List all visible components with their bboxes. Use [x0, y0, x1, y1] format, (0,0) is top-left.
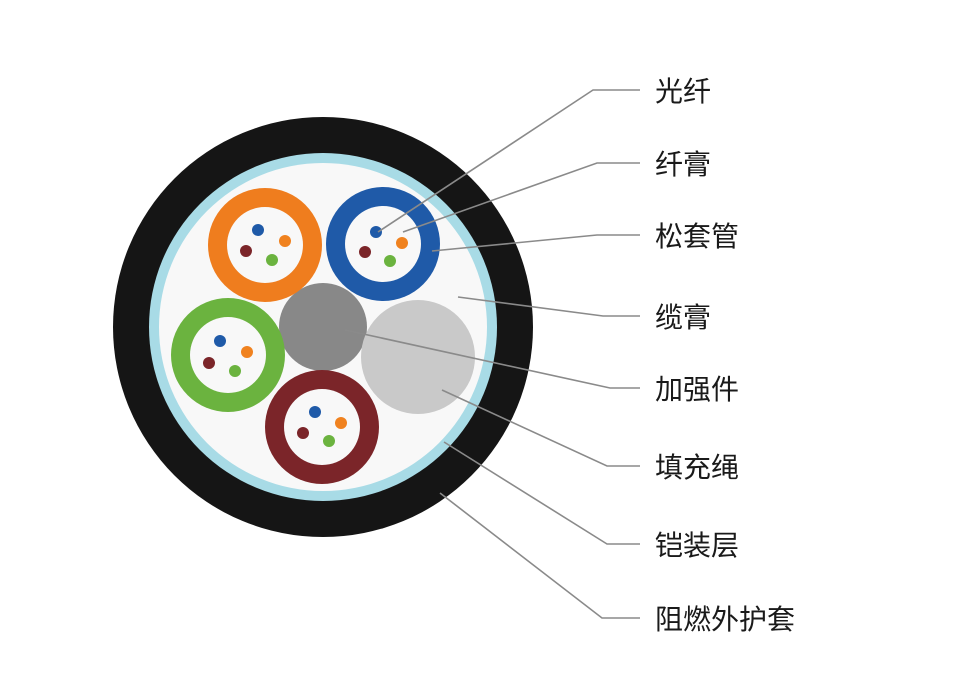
fiber-blue	[309, 406, 321, 418]
leader-line-loose-tube	[431, 234, 640, 252]
fiber-blue	[370, 226, 382, 238]
label-strength-member: 加强件	[655, 373, 739, 406]
leader-line-fiber	[377, 89, 640, 233]
loose-tube-green	[171, 298, 285, 412]
leader-line-filler	[441, 389, 640, 467]
tube-interior	[190, 317, 266, 393]
label-outer-sheath: 阻燃外护套	[655, 603, 795, 636]
fiber-brown	[297, 427, 309, 439]
fiber-orange	[396, 237, 408, 249]
fiber-brown	[359, 246, 371, 258]
filler-rope	[361, 300, 475, 414]
leader-line-armor	[443, 441, 640, 545]
label-armor: 铠装层	[655, 529, 739, 562]
leader-line-fiber-gel	[402, 162, 640, 233]
fiber-orange	[335, 417, 347, 429]
fiber-green	[323, 435, 335, 447]
fiber-green	[229, 365, 241, 377]
fiber-blue	[252, 224, 264, 236]
leader-line-sheath	[439, 492, 640, 619]
label-cable-gel: 缆膏	[655, 301, 711, 334]
leader-line-cable-gel	[457, 296, 640, 317]
fiber-green	[384, 255, 396, 267]
tube-interior	[227, 207, 303, 283]
fiber-brown	[240, 245, 252, 257]
label-filler: 填充绳	[655, 451, 739, 484]
label-fiber-gel: 纤膏	[655, 148, 711, 181]
label-loose-tube: 松套管	[655, 220, 739, 253]
label-fiber: 光纤	[655, 75, 711, 108]
fiber-green	[266, 254, 278, 266]
fiber-brown	[203, 357, 215, 369]
fiber-blue	[214, 335, 226, 347]
loose-tube-brown	[265, 370, 379, 484]
loose-tube-orange	[208, 188, 322, 302]
strength-member	[279, 283, 367, 371]
tube-interior	[345, 206, 421, 282]
tube-interior	[284, 389, 360, 465]
fiber-orange	[279, 235, 291, 247]
loose-tube-blue	[326, 187, 440, 301]
leader-line-strength-member	[344, 329, 640, 389]
leader-lines	[344, 89, 640, 619]
fiber-orange	[241, 346, 253, 358]
